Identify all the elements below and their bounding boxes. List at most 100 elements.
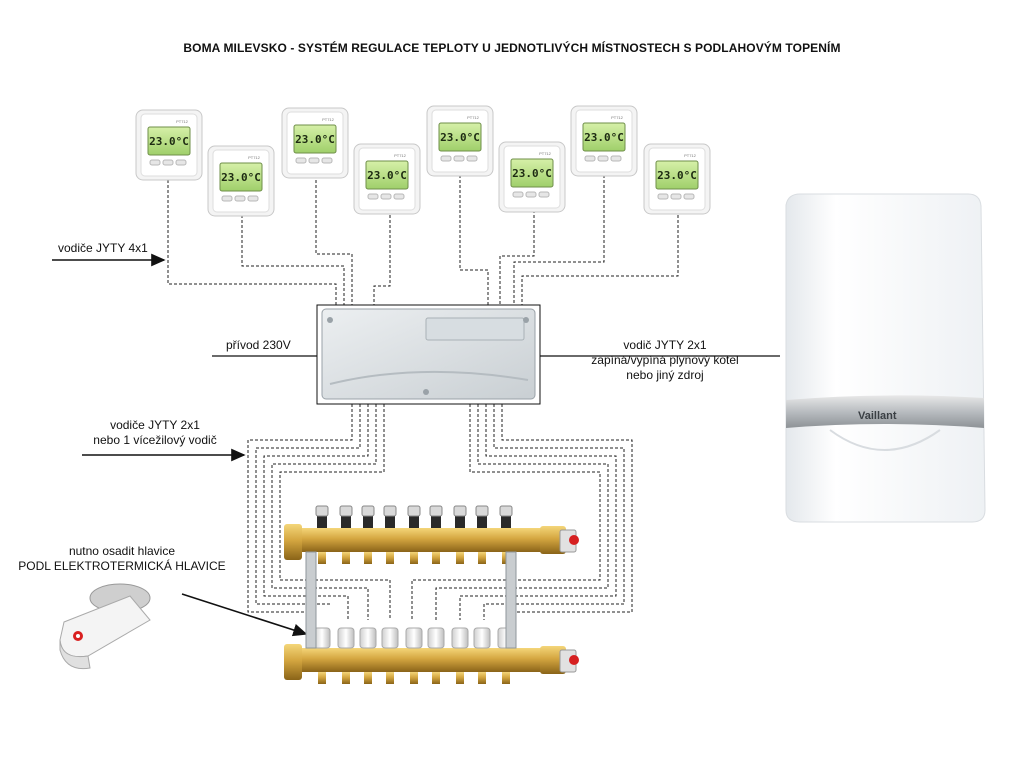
label-heads-line1: nutno osadit hlavice (68, 544, 176, 558)
return-outlet (478, 672, 486, 684)
manifold-supply (284, 505, 579, 564)
return-outlet (502, 672, 510, 684)
wire-thermostat-2 (241, 215, 345, 305)
return-actuator-head (405, 627, 423, 649)
thermostat-lcd (293, 124, 337, 154)
wire-thermostat-7 (513, 175, 605, 305)
thermostat-brand-text: PT712 (394, 153, 407, 158)
thermostats: 23.0°C PT712 23.0°C PT712 23.0°C PT712 23.0°C P… (135, 105, 711, 217)
supply-valve-knob (475, 505, 489, 517)
manifold-bracket-right (505, 551, 517, 649)
wire-actuator-8 (459, 404, 617, 620)
thermostat-button (247, 195, 259, 202)
label-wires-2x1: vodiče JYTY 2x1 nebo 1 vícežilový vodič (70, 418, 240, 448)
label-heads-line2: PODL ELEKTROTERMICKÁ HLAVICE (18, 559, 226, 573)
supply-valve-cap (455, 516, 465, 528)
thermostat-lcd (655, 160, 699, 190)
thermostat-button (393, 193, 405, 200)
thermostat-lcd (147, 126, 191, 156)
supply-valve-knob (453, 505, 467, 517)
supply-outlet (456, 552, 464, 564)
supply-outlet (410, 552, 418, 564)
supply-outlet (386, 552, 394, 564)
thermostat-wires (167, 175, 679, 305)
label-heads: nutno osadit hlavice PODL ELEKTROTERMICK… (12, 544, 232, 574)
thermostat-brand-text: PT712 (248, 155, 261, 160)
supply-outlet (432, 552, 440, 564)
boiler-brand-logo: Vaillant (858, 410, 897, 422)
wire-thermostat-8 (521, 210, 679, 305)
actuator-wires (247, 404, 633, 620)
return-outlet (364, 672, 372, 684)
wire-actuator-2 (255, 404, 361, 605)
wire-actuator-10 (501, 404, 633, 620)
label-wires-2x1-line2: nebo 1 vícežilový vodič (93, 433, 217, 447)
thermostat-button (466, 155, 478, 162)
wire-thermostat-1 (167, 180, 337, 305)
thermostat-brand-text: PT712 (611, 115, 624, 120)
supply-valve-knob (339, 505, 353, 517)
return-actuator-head (359, 627, 377, 649)
thermostat-button (295, 157, 307, 164)
return-actuator-head (427, 627, 445, 649)
return-outlet (410, 672, 418, 684)
thermostat-display-text: 23.0°C (657, 169, 697, 182)
return-actuator-head (451, 627, 469, 649)
thermostat-button (525, 191, 537, 198)
thermostat-button (512, 191, 524, 198)
thermoelectric-head-icon (59, 583, 151, 670)
thermostat-button (149, 159, 161, 166)
label-wires-4x1: vodiče JYTY 4x1 (58, 241, 148, 255)
thermostat-7: 23.0°C PT712 (570, 105, 638, 177)
supply-valve-cap (341, 516, 351, 528)
manifold-bracket-left (305, 551, 317, 649)
diagram-title: BOMA MILEVSKO - SYSTÉM REGULACE TEPLOTY … (183, 41, 841, 55)
thermostat-brand-text: PT712 (539, 151, 552, 156)
thermostat-button (440, 155, 452, 162)
thermostat-button (670, 193, 682, 200)
supply-valve-knob (499, 505, 513, 517)
supply-valve-knob (315, 505, 329, 517)
thermostat-button (234, 195, 246, 202)
supply-valve-cap (477, 516, 487, 528)
thermostat-button (597, 155, 609, 162)
return-actuator-head (473, 627, 491, 649)
thermostat-button (610, 155, 622, 162)
return-outlet (318, 672, 326, 684)
wire-actuator-4 (271, 404, 377, 620)
thermostat-lcd (582, 122, 626, 152)
wire-thermostat-4 (373, 210, 391, 305)
thermostat-display-text: 23.0°C (584, 131, 624, 144)
supply-outlet (478, 552, 486, 564)
thermostat-5: 23.0°C PT712 (426, 105, 494, 177)
supply-valve-knob (407, 505, 421, 517)
supply-valve-cap (385, 516, 395, 528)
supply-valve-cap (317, 516, 327, 528)
boiler (785, 193, 986, 523)
thermostat-brand-text: PT712 (467, 115, 480, 120)
manifold-return (284, 627, 579, 684)
label-boiler-wire-line1: vodič JYTY 2x1 (623, 338, 707, 352)
arrow-heads (181, 593, 308, 637)
label-boiler-wire-line3: nebo jiný zdroj (626, 368, 704, 382)
thermostat-display-text: 23.0°C (440, 131, 480, 144)
return-outlet (386, 672, 394, 684)
return-actuator-head (381, 627, 399, 649)
return-actuator-head (337, 627, 355, 649)
control-box (316, 304, 541, 405)
supply-valve-cap (363, 516, 373, 528)
thermostat-button (584, 155, 596, 162)
thermostat-button (453, 155, 465, 162)
thermostat-display-text: 23.0°C (367, 169, 407, 182)
label-boiler-wire: vodič JYTY 2x1 zapíná/vypíná plynový kot… (560, 338, 770, 383)
thermostat-1: 23.0°C PT712 (135, 109, 203, 181)
thermostat-brand-text: PT712 (176, 119, 189, 124)
supply-valve-cap (409, 516, 419, 528)
wire-actuator-7 (435, 404, 609, 620)
thermostat-display-text: 23.0°C (149, 135, 189, 148)
thermostat-lcd (510, 158, 554, 188)
